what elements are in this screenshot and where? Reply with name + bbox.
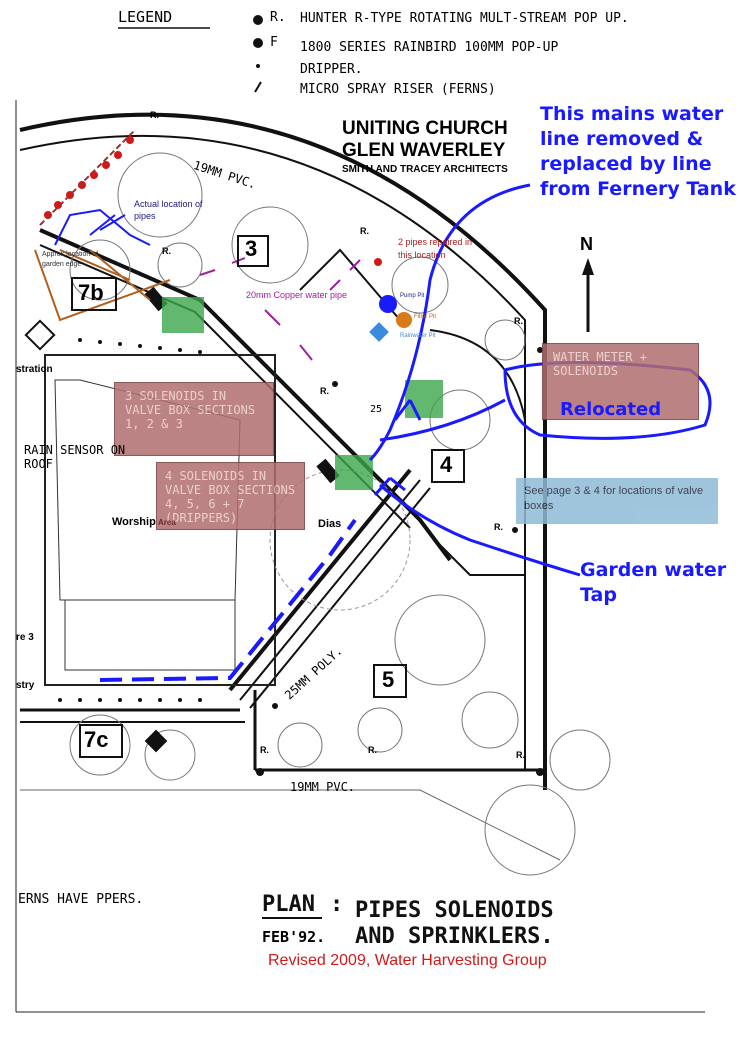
rain-sensor-label: RAIN SENSOR ON ROOF bbox=[24, 443, 126, 471]
valve-box-black-1 bbox=[144, 286, 168, 312]
section-4-box bbox=[431, 449, 465, 483]
section-3-box bbox=[237, 235, 269, 267]
lower-road bbox=[20, 789, 561, 861]
tank-area bbox=[299, 248, 401, 321]
page-reference-box: See page 3 & 4 for locations of valve bo… bbox=[516, 478, 718, 524]
green-valve-1 bbox=[162, 297, 204, 333]
rotor-marker: R. bbox=[150, 110, 159, 120]
section-5-box bbox=[373, 664, 407, 698]
hall-lower bbox=[64, 599, 236, 671]
dias-label: Dias bbox=[318, 518, 342, 530]
section-7b-label: 7b bbox=[78, 280, 104, 305]
dripper-dots bbox=[58, 338, 544, 776]
plan-colon: : bbox=[330, 892, 344, 917]
blue-pipe-arrows bbox=[54, 208, 151, 246]
solenoids-4-text: 4 SOLENOIDS IN VALVE BOX SECTIONS 4, 5, … bbox=[165, 469, 296, 525]
legend-micro-symbol bbox=[254, 81, 262, 93]
garden-edge bbox=[34, 249, 171, 322]
north-arrow-head bbox=[582, 258, 594, 275]
worship-area-label: Area bbox=[158, 518, 176, 527]
filter-pit bbox=[396, 312, 412, 328]
legend-rotor-symbol bbox=[253, 15, 263, 25]
stration-label: stration bbox=[16, 364, 53, 375]
approx-location-note: Approx location of garden edge bbox=[42, 251, 99, 268]
sw-pipe-1 bbox=[228, 468, 412, 692]
outer-boundary bbox=[19, 112, 547, 790]
pipe-19mm-bottom: 19MM PVC. bbox=[290, 780, 356, 794]
rotor-marker: R. bbox=[368, 745, 377, 755]
page-reference-text: See page 3 & 4 for locations of valve bo… bbox=[524, 485, 704, 512]
revised-note: Revised 2009, Water Harvesting Group bbox=[268, 952, 547, 969]
re-3-label: re 3 bbox=[16, 632, 34, 643]
filter-pit-label: Filter Pit bbox=[414, 314, 437, 320]
section-4-label: 4 bbox=[440, 452, 453, 477]
legend-item-1-text: HUNTER R-TYPE ROTATING MULT-STREAM POP U… bbox=[300, 11, 629, 26]
water-meter-box: WATER METER + SOLENOIDS bbox=[542, 343, 699, 420]
plan-title-line1: PIPES SOLENOIDS bbox=[355, 898, 554, 923]
architect-name: SMITH AND TRACEY ARCHITECTS bbox=[342, 164, 508, 175]
plan-title-line2: AND SPRINKLERS. bbox=[355, 924, 554, 949]
green-valve-2 bbox=[405, 380, 443, 418]
green-valve-3 bbox=[335, 455, 373, 490]
rotor-marker: R. bbox=[360, 226, 369, 236]
red-pipe bbox=[39, 129, 136, 226]
worship-label: Worship bbox=[112, 516, 156, 528]
section-7c-label: 7c bbox=[84, 727, 109, 752]
valve-marker bbox=[24, 319, 56, 351]
pump-pit-label: Pump Pit bbox=[400, 293, 425, 299]
rotor-marker: R. bbox=[514, 316, 523, 326]
inner-boundary bbox=[19, 135, 526, 770]
legend-item-3-text: DRIPPER. bbox=[300, 62, 363, 77]
rotor-marker: R. bbox=[516, 750, 525, 760]
sw-pipe-2 bbox=[239, 479, 421, 701]
red-sprinklers bbox=[44, 136, 382, 266]
water-meter-text: WATER METER + SOLENOIDS bbox=[553, 350, 647, 378]
trees bbox=[69, 152, 611, 876]
rainwater-pit bbox=[369, 322, 389, 342]
section-5-label: 5 bbox=[382, 667, 395, 692]
legend-item-2-symbol: F bbox=[270, 35, 278, 50]
pipes-repaired-note: 2 pipes repaired in this location bbox=[398, 237, 473, 260]
rainwater-pit-label: Rainwater Pit bbox=[400, 333, 436, 339]
pipe-25-label: 25 bbox=[370, 404, 383, 415]
rotor-marker: R. bbox=[494, 522, 503, 532]
solenoids-4-box: 4 SOLENOIDS IN VALVE BOX SECTIONS 4, 5, … bbox=[156, 462, 305, 530]
north-label: N bbox=[580, 234, 593, 254]
plan-label: PLAN bbox=[262, 892, 315, 917]
rotor-marker: R. bbox=[320, 386, 329, 396]
section-7b-box bbox=[71, 277, 117, 311]
copper-pipe-note: 20mm Copper water pipe bbox=[246, 290, 348, 300]
ferns-note: ERNS HAVE PPERS. bbox=[18, 892, 144, 907]
legend-dripper-symbol bbox=[256, 64, 260, 68]
section-3-label: 3 bbox=[245, 236, 258, 261]
blue-dashed-pipe bbox=[99, 518, 357, 682]
rotor-marker: R. bbox=[162, 246, 171, 256]
valve-box-black-2 bbox=[316, 458, 340, 484]
legend-popup-symbol bbox=[253, 38, 263, 48]
church-name-line1: UNITING CHURCH bbox=[342, 118, 508, 139]
pump-pit bbox=[379, 295, 397, 313]
solenoids-3-text: 3 SOLENOIDS IN VALVE BOX SECTIONS 1, 2 &… bbox=[125, 389, 256, 431]
rotor-marker: R. bbox=[260, 745, 269, 755]
legend-title: LEGEND bbox=[118, 8, 173, 26]
stry-label: stry bbox=[16, 680, 35, 691]
sw-pipe-3 bbox=[249, 487, 431, 709]
copper-pipe bbox=[199, 257, 361, 361]
solenoids-3-box: 3 SOLENOIDS IN VALVE BOX SECTIONS 1, 2 &… bbox=[114, 382, 274, 456]
section-7c-box bbox=[79, 724, 123, 758]
actual-location-note: Actual location of pipes bbox=[134, 199, 203, 221]
diagonal-wall bbox=[39, 228, 452, 562]
legend-item-4-text: MICRO SPRAY RISER (FERNS) bbox=[300, 82, 496, 97]
valve-box-black-3 bbox=[144, 729, 168, 753]
legend-item-2-text: 1800 SERIES RAINBIRD 100MM POP-UP bbox=[300, 40, 559, 55]
church-name-line2: GLEN WAVERLEY bbox=[342, 140, 506, 161]
mains-line-note: This mains water line removed & replaced… bbox=[540, 103, 736, 200]
garden-tap-note: Garden water Tap bbox=[580, 559, 727, 606]
plan-date: FEB'92. bbox=[262, 928, 326, 946]
relocated-label: Relocated bbox=[560, 399, 662, 420]
legend-item-1-symbol: R. bbox=[270, 10, 286, 25]
